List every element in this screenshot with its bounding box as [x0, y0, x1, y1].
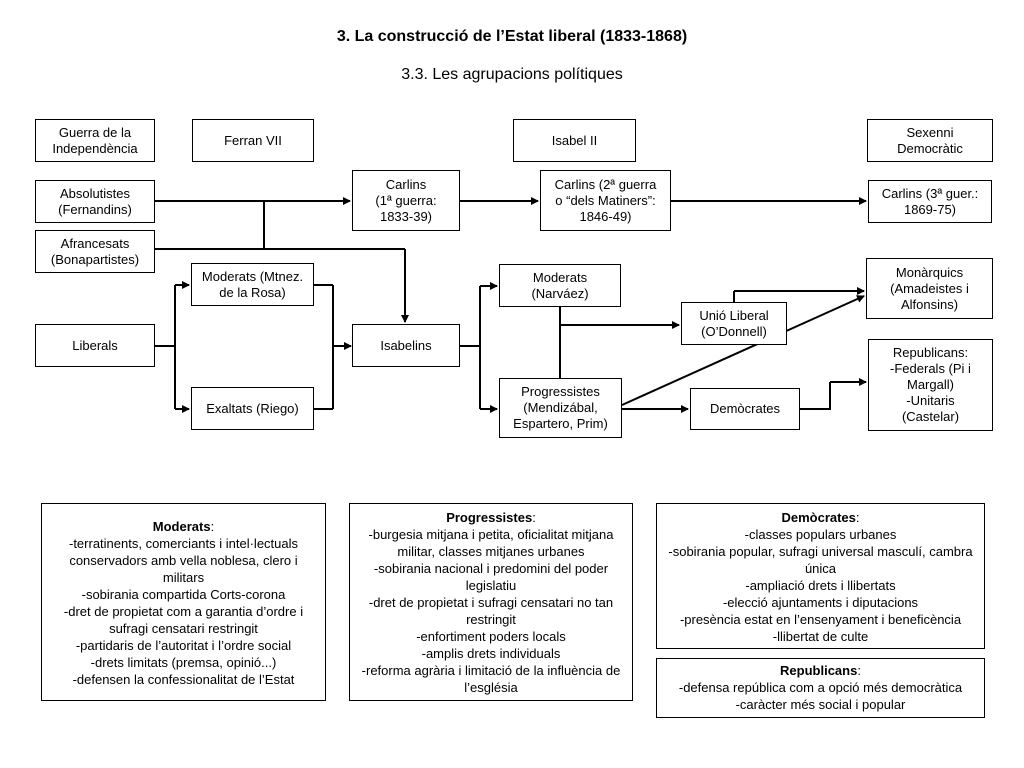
- node-moderats-narvaez: Moderats (Narváez): [499, 264, 621, 307]
- desc-progressistes-item: -sobirania nacional i predomini del pode…: [373, 561, 609, 593]
- node-carlins-1: Carlins (1ª guerra: 1833-39): [352, 170, 460, 231]
- desc-progressistes-item: -burgesia mitjana i petita, oficialitat …: [368, 527, 614, 559]
- node-ferran-vii: Ferran VII: [192, 119, 314, 162]
- desc-moderats-item: -defensen la confessionalitat de l’Estat: [72, 672, 295, 687]
- desc-moderats-heading: Moderats: [152, 519, 211, 534]
- node-afrancesats: Afrancesats (Bonapartistes): [35, 230, 155, 273]
- desc-democrates-item: -sobirania popular, sufragi universal ma…: [668, 544, 973, 576]
- node-sexenni: Sexenni Democràtic: [867, 119, 993, 162]
- desc-democrates: Demòcrates: -classes populars urbanes -s…: [656, 503, 985, 649]
- desc-democrates-item: -ampliació drets i llibertats: [745, 578, 896, 593]
- node-progressistes: Progressistes (Mendizábal, Espartero, Pr…: [499, 378, 622, 438]
- node-liberals: Liberals: [35, 324, 155, 367]
- desc-progressistes-heading: Progressistes: [446, 510, 533, 525]
- line-democrates-out: [800, 382, 831, 410]
- desc-democrates-item: -classes populars urbanes: [744, 527, 897, 542]
- node-carlins-3: Carlins (3ª guer.: 1869-75): [868, 180, 992, 223]
- node-unio-liberal: Unió Liberal (O’Donnell): [681, 302, 787, 345]
- desc-republicans-heading: Republicans: [780, 663, 858, 678]
- node-monarquics: Monàrquics (Amadeistes i Alfonsins): [866, 258, 993, 319]
- desc-republicans: Republicans: -defensa república com a op…: [656, 658, 985, 718]
- node-moderats-rosa: Moderats (Mtnez. de la Rosa): [191, 263, 314, 306]
- desc-moderats-item: -sobirania compartida Corts-corona: [81, 587, 286, 602]
- desc-republicans-item: -defensa república com a opció més democ…: [678, 680, 963, 695]
- desc-progressistes-item: -enfortiment poders locals: [416, 629, 566, 644]
- node-absolutistes: Absolutistes (Fernandins): [35, 180, 155, 223]
- node-isabel-ii: Isabel II: [513, 119, 636, 162]
- page-subtitle: 3.3. Les agrupacions polítiques: [401, 66, 623, 83]
- desc-democrates-heading: Demòcrates: [781, 510, 856, 525]
- desc-moderats: Moderats: -terratinents, comerciants i i…: [41, 503, 326, 701]
- desc-progressistes-item: -dret de propietat i sufragi censatari n…: [368, 595, 614, 627]
- desc-progressistes-item: -amplis drets individuals: [421, 646, 561, 661]
- desc-democrates-item: -llibertat de culte: [772, 629, 869, 644]
- desc-democrates-item: -presència estat en l’ensenyament i bene…: [679, 612, 962, 627]
- arrow-progressistes-monarquics: [621, 295, 865, 406]
- node-carlins-2: Carlins (2ª guerra o “dels Matiners”: 18…: [540, 170, 671, 231]
- node-democrates: Demòcrates: [690, 388, 800, 430]
- desc-moderats-item: -terratinents, comerciants i intel·lectu…: [68, 536, 299, 585]
- page-title: 3. La construcció de l’Estat liberal (18…: [336, 28, 688, 45]
- node-exaltats: Exaltats (Riego): [191, 387, 314, 430]
- node-republicans: Republicans: -Federals (Pi i Margall) -U…: [868, 339, 993, 431]
- desc-progressistes: Progressistes: -burgesia mitjana i petit…: [349, 503, 633, 701]
- desc-republicans-item: -caràcter més social i popular: [735, 697, 906, 712]
- desc-moderats-item: -drets limitats (premsa, opinió...): [90, 655, 277, 670]
- node-isabelins: Isabelins: [352, 324, 460, 367]
- desc-progressistes-item: -reforma agrària i limitació de la influ…: [361, 663, 621, 695]
- node-guerra-independencia: Guerra de la Independència: [35, 119, 155, 162]
- desc-moderats-item: -dret de propietat com a garantia d’ordr…: [63, 604, 304, 636]
- desc-democrates-item: -elecció ajuntaments i diputacions: [722, 595, 919, 610]
- desc-moderats-item: -partidaris de l’autoritat i l’ordre soc…: [75, 638, 292, 653]
